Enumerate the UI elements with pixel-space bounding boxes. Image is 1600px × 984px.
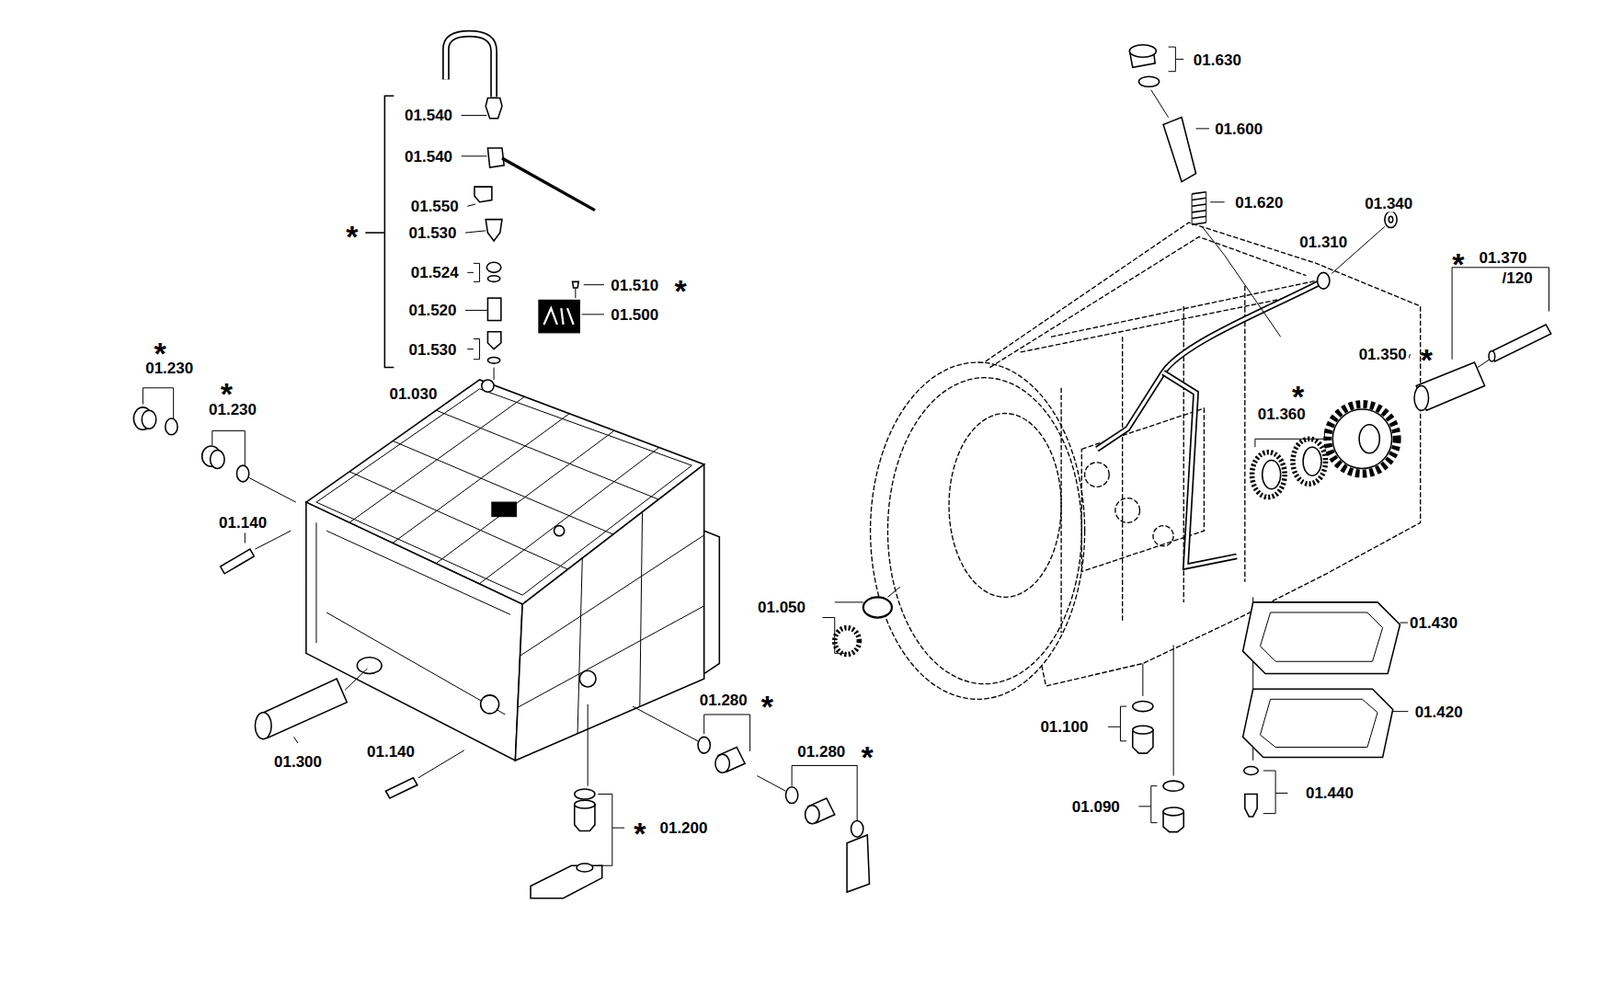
callout-number: 01.540 — [402, 106, 455, 125]
callout-number: 01.360 — [1256, 404, 1308, 423]
callout-number: 01.550 — [409, 197, 461, 216]
callout-number: 01.230 — [143, 358, 195, 377]
callout-number: 01.530 — [407, 224, 459, 242]
callout-number: 01.524 — [409, 263, 461, 282]
callout-number: 01.310 — [1297, 233, 1349, 252]
callout-number: 01.140 — [217, 514, 269, 532]
callout-number: 01.090 — [1070, 797, 1122, 815]
callout-number: 01.340 — [1362, 194, 1415, 212]
note-asterisk: * — [631, 811, 648, 847]
callout-number: 01.370 — [1477, 248, 1530, 266]
callout-number: 01.280 — [697, 691, 750, 709]
callout-number: 01.420 — [1413, 702, 1465, 720]
callout-number: 01.280 — [795, 742, 847, 760]
callout-number: 01.440 — [1303, 784, 1356, 802]
left-housing — [306, 379, 720, 761]
note-asterisk: * — [1418, 338, 1435, 374]
note-asterisk: * — [1450, 242, 1466, 278]
callout-number: 01.030 — [387, 385, 439, 403]
callout-number: 01.050 — [755, 598, 808, 617]
note-asterisk: * — [673, 269, 689, 305]
callout-number: 01.510 — [608, 275, 661, 294]
left-parts — [133, 388, 869, 899]
callout-number: 01.350 — [1357, 345, 1409, 364]
callout-number: 01.500 — [608, 305, 661, 323]
callout-number: 01.540 — [402, 147, 455, 165]
callout-number: 01.230 — [206, 400, 259, 419]
note-asterisk: * — [759, 685, 776, 720]
note-asterisk: * — [343, 215, 360, 251]
callout-number: 01.620 — [1233, 193, 1285, 211]
callout-number: 01.600 — [1212, 119, 1265, 138]
callout-number: 01.530 — [407, 340, 459, 358]
callout-number: 01.200 — [657, 819, 709, 837]
right-parts — [822, 45, 1551, 833]
callout-number: 01.520 — [407, 301, 459, 320]
callout-number: 01.140 — [365, 742, 417, 760]
callout-number: 01.430 — [1407, 614, 1460, 632]
callout-number: 01.300 — [272, 753, 324, 771]
callout-number: 01.630 — [1191, 51, 1244, 69]
breather-assembly — [365, 34, 605, 380]
callout-number: 01.100 — [1038, 718, 1090, 736]
callout-number: /120 — [1500, 268, 1535, 286]
right-housing — [870, 222, 1421, 777]
note-asterisk: * — [859, 735, 876, 771]
